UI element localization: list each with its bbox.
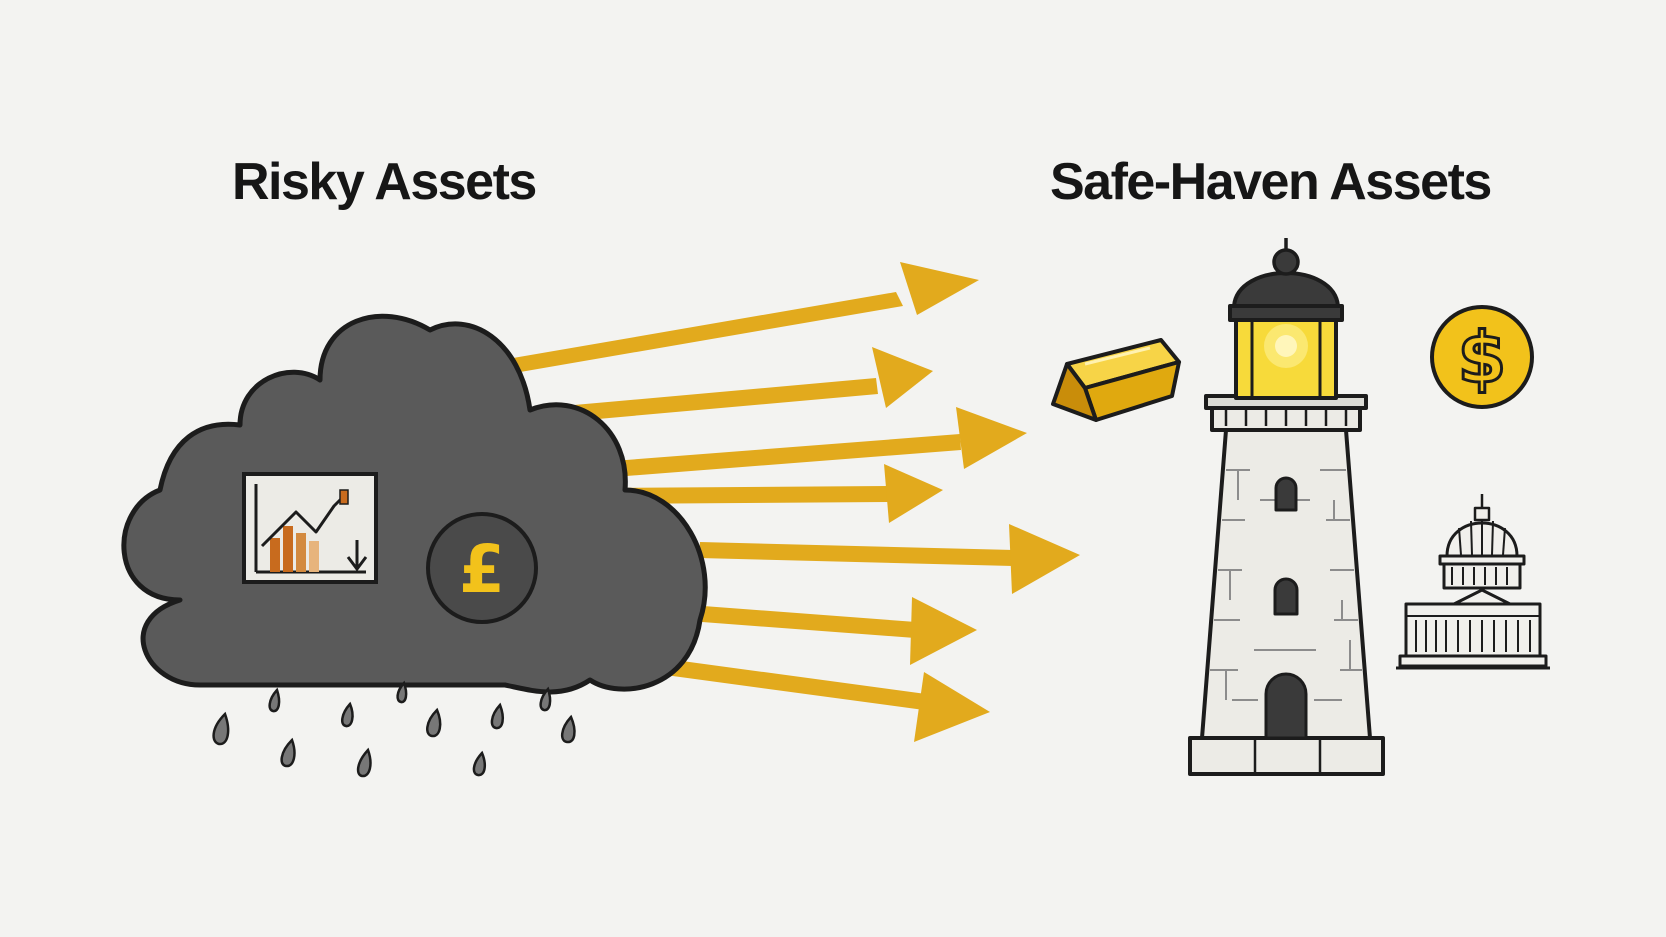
arrow-icon — [600, 407, 1027, 478]
risky-assets-heading: Risky Assets — [232, 153, 537, 211]
capitol-building-icon — [1396, 494, 1550, 670]
dollar-symbol: $ — [1458, 317, 1507, 399]
rain-cloud-icon — [121, 313, 708, 695]
safe-haven-assets-heading: Safe-Haven Assets — [1050, 153, 1492, 211]
arrow-icon — [600, 464, 943, 523]
gold-bar-icon — [1051, 338, 1181, 422]
arrow-icon — [658, 658, 990, 742]
rain-drops — [212, 680, 576, 778]
lighthouse-icon — [1188, 238, 1385, 776]
pound-symbol: £ — [459, 531, 505, 608]
falling-chart-icon — [242, 472, 378, 584]
arrow-icon — [689, 597, 977, 665]
arrow-icon — [699, 524, 1080, 594]
dollar-coin-icon: $ — [1430, 305, 1534, 409]
pound-coin-icon: £ — [426, 512, 538, 624]
arrow-icon — [490, 262, 979, 376]
flow-arrows — [490, 262, 1080, 742]
